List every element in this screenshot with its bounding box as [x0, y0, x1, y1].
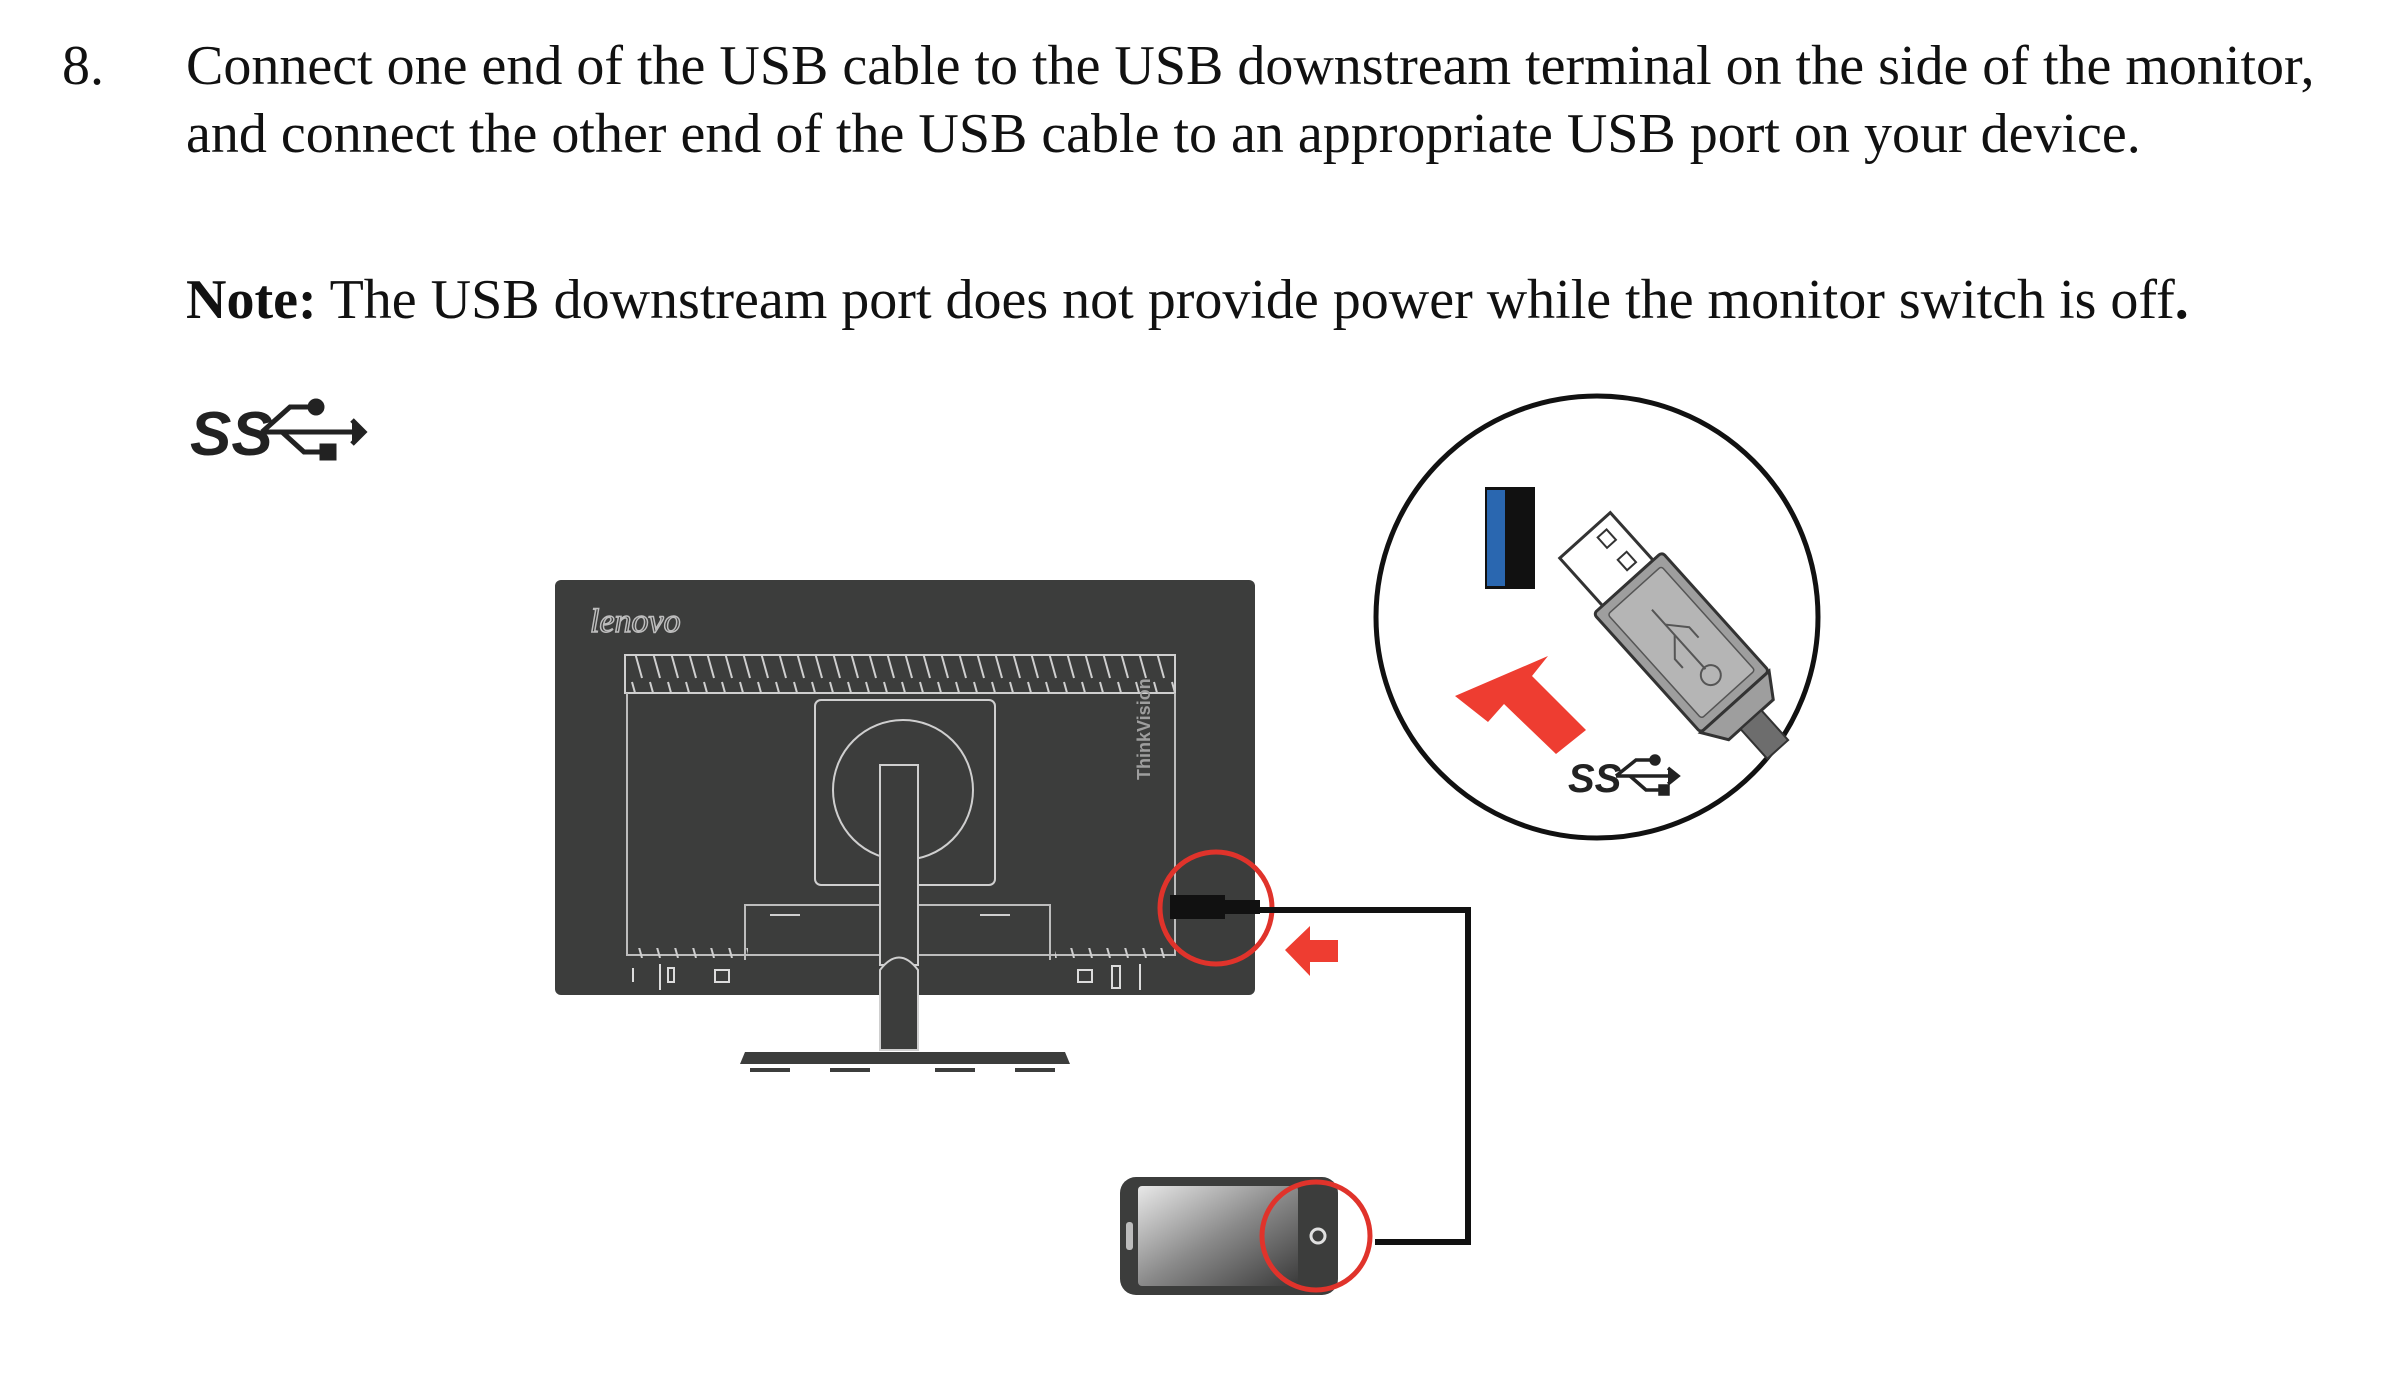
usb-superspeed-icon: SS	[190, 398, 368, 469]
usb-ss-text: SS	[190, 400, 273, 469]
device-port-highlight	[1259, 1179, 1373, 1293]
step-number: 8.	[62, 35, 104, 97]
monitor-back-illustration: lenovo	[555, 580, 1260, 1072]
insert-arrow-icon	[1285, 926, 1338, 976]
lenovo-logo: lenovo	[590, 603, 681, 640]
note-end: .	[2174, 269, 2189, 331]
note-text: The USB downstream port does not provide…	[316, 269, 2175, 331]
callout-usb-icon	[1614, 754, 1681, 796]
usb-cable	[1260, 907, 1471, 1245]
callout-usb-ss-text: SS	[1568, 757, 1622, 801]
device-phone-illustration	[1120, 1177, 1338, 1295]
note-label: Note:	[186, 269, 317, 331]
usb-plug-detail-callout: SS	[1373, 393, 1821, 841]
monitor-stand-base	[740, 1052, 1070, 1064]
step-instruction: Connect one end of the USB cable to the …	[186, 35, 2315, 165]
note-paragraph: Note: The USB downstream port does not p…	[186, 266, 2386, 334]
thinkvision-label: ThinkVision	[1134, 678, 1154, 780]
usb-port-slot	[1487, 490, 1505, 586]
plug-insert-arrow-icon	[1455, 656, 1586, 754]
usb-plug-icon	[1557, 510, 1790, 761]
